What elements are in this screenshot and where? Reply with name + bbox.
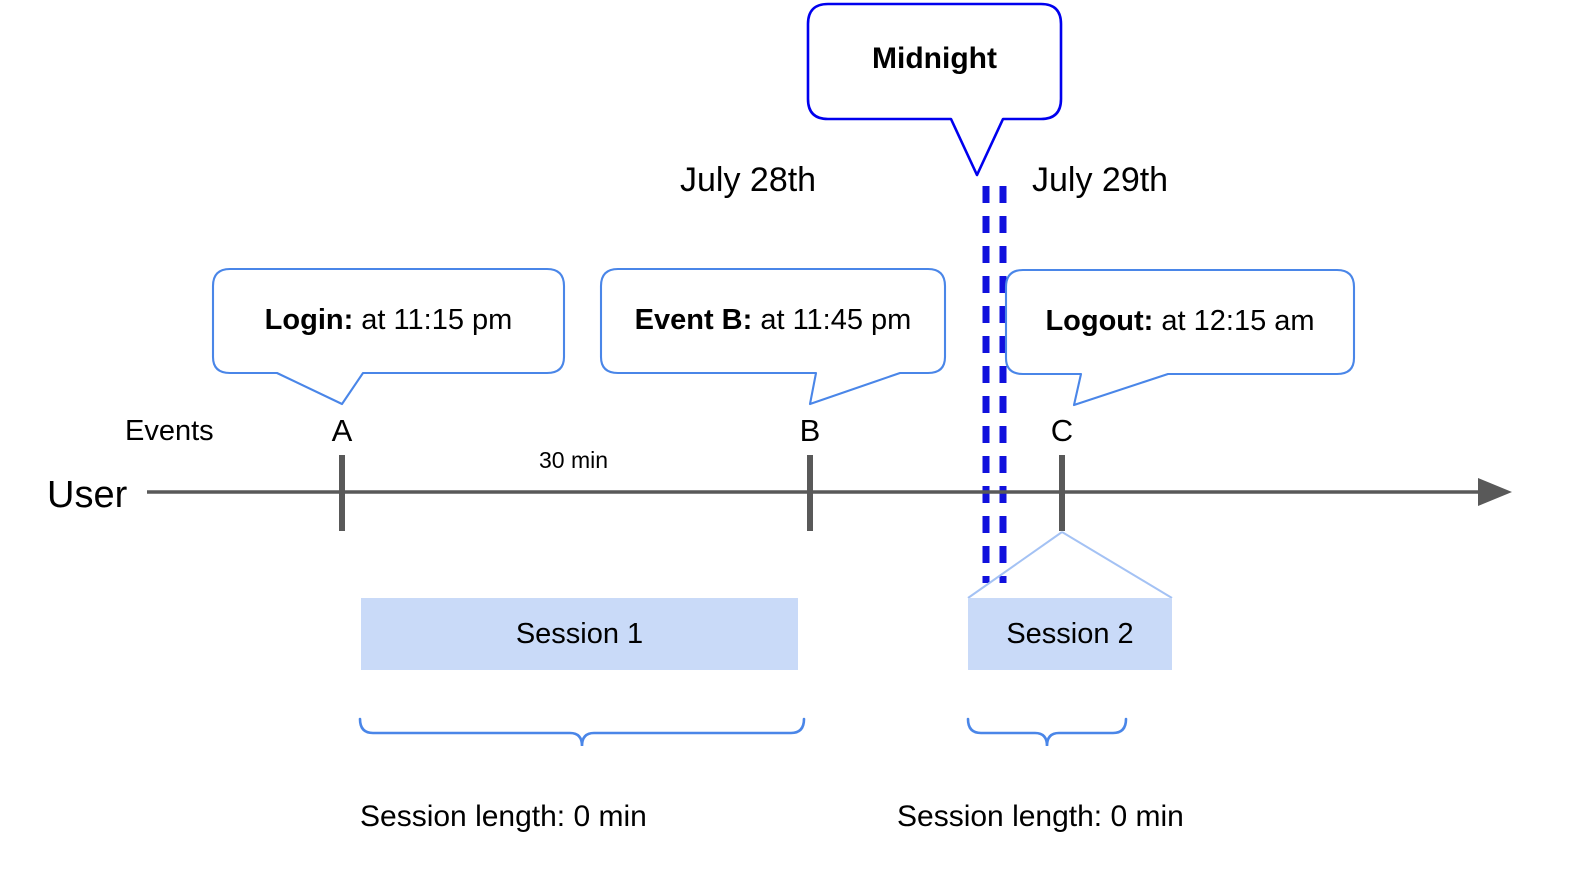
- interval-duration-label: 30 min: [539, 447, 609, 473]
- session2-connector-right: [1061, 531, 1173, 599]
- logout-callout-rest: at 12:15 am: [1153, 305, 1315, 337]
- user-row-label: User: [47, 474, 128, 516]
- session-2-length-label: Session length: 0 min: [897, 800, 1184, 833]
- session-2-label: Session 2: [1006, 618, 1134, 650]
- login-callout-text: Login: at 11:15 pm: [213, 306, 564, 335]
- logout-callout-shape: [1004, 268, 1356, 407]
- date-label-july-28: July 28th: [680, 161, 817, 199]
- midnight-callout-shape: [806, 2, 1063, 177]
- login-callout-shape: [211, 267, 566, 406]
- eventb-callout-shape: [599, 267, 947, 406]
- event-letter-a: A: [331, 413, 353, 448]
- session2-connector-left: [967, 531, 1063, 599]
- midnight-label: Midnight: [872, 42, 997, 75]
- logout-callout-text: Logout: at 12:15 am: [1006, 307, 1354, 336]
- event-letter-b: B: [799, 413, 821, 448]
- login-callout-bold: Login:: [264, 304, 354, 336]
- event-letter-c: C: [1050, 413, 1074, 448]
- session-1-brace: [358, 717, 806, 747]
- eventb-callout-rest: at 11:45 pm: [752, 304, 912, 336]
- session-1-length-label: Session length: 0 min: [360, 800, 647, 833]
- login-callout-rest: at 11:15 pm: [353, 304, 513, 336]
- eventb-callout-bold: Event B:: [634, 304, 753, 336]
- timeline-arrow-icon: [1478, 478, 1512, 506]
- logout-callout-bold: Logout:: [1045, 305, 1154, 337]
- date-label-july-29: July 29th: [1032, 161, 1169, 199]
- eventb-callout-text: Event B: at 11:45 pm: [601, 306, 945, 335]
- session-2-box: [968, 598, 1172, 670]
- session-1-box: [361, 598, 798, 670]
- session-2-brace: [966, 717, 1128, 747]
- session-1-label: Session 1: [515, 618, 644, 650]
- events-row-label: Events: [125, 415, 214, 447]
